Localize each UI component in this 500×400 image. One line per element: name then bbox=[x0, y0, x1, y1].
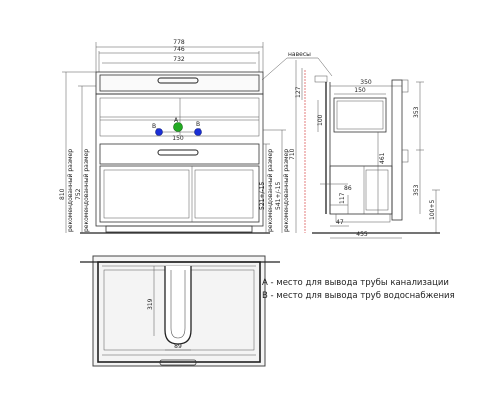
dim-100-5: 100+5 bbox=[429, 200, 436, 220]
dim-461: 461 bbox=[379, 152, 386, 164]
plan-view: 319 89 bbox=[80, 255, 280, 367]
legend-b: В - место для вывода труб водоснабжения bbox=[262, 291, 455, 301]
pipe-b-marker-left bbox=[155, 128, 163, 136]
dim-353-lower: 353 bbox=[413, 184, 420, 196]
dim-86: 86 bbox=[344, 185, 352, 192]
dim-732: 732 bbox=[173, 56, 185, 63]
dim-541: 541+/-15 bbox=[275, 182, 282, 210]
label-b-right: B bbox=[196, 121, 200, 128]
label-a: A bbox=[174, 117, 179, 124]
dim-117: 117 bbox=[339, 192, 346, 204]
plan-handle bbox=[159, 359, 197, 366]
vanity-body bbox=[95, 93, 264, 227]
dim-710: 710 bbox=[289, 148, 296, 160]
legend-a: А - место для вывода трубы канализации bbox=[262, 278, 449, 288]
side-panel bbox=[391, 79, 403, 221]
dim-150-center: 150 bbox=[172, 135, 184, 142]
dim-353-upper: 353 bbox=[413, 106, 420, 118]
rec-size-label-2: рекомендованный размер bbox=[83, 149, 90, 232]
rec-size-label-3: рекомендованный размер bbox=[267, 149, 274, 232]
dim-810: 810 bbox=[59, 188, 66, 200]
dim-89: 89 bbox=[174, 343, 182, 350]
pipe-b-marker-right bbox=[194, 128, 202, 136]
rec-size-label-4: рекомендованный размер bbox=[283, 149, 290, 232]
dim-127: 127 bbox=[295, 86, 302, 98]
front-view: 778 746 732 150 bbox=[59, 39, 333, 234]
label-b-left: B bbox=[152, 123, 156, 130]
lower-box bbox=[329, 165, 393, 215]
pipe-a-marker bbox=[173, 122, 183, 132]
siphon-cutout bbox=[164, 266, 192, 345]
top-handle bbox=[157, 77, 199, 84]
plinth bbox=[105, 225, 253, 233]
hinge-label: навесы bbox=[288, 51, 311, 58]
dim-319: 319 bbox=[147, 298, 154, 310]
dim-778: 778 bbox=[173, 39, 185, 46]
dim-100: 100 bbox=[317, 114, 324, 126]
dim-752: 752 bbox=[75, 188, 82, 200]
dim-350: 350 bbox=[360, 79, 372, 86]
legend: А - место для вывода трубы канализации В… bbox=[262, 278, 455, 301]
middle-drawer bbox=[99, 143, 260, 165]
side-view: 350 150 100 86 117 461 353 353 100+5 bbox=[312, 75, 440, 239]
rec-size-label-1: рекомендованный размер bbox=[67, 149, 74, 232]
middle-handle bbox=[157, 149, 199, 156]
dim-47: 47 bbox=[336, 219, 344, 226]
dim-455: 455 bbox=[356, 231, 368, 238]
upper-box bbox=[333, 97, 387, 133]
lower-drawer bbox=[99, 165, 260, 223]
dim-150-side: 150 bbox=[354, 87, 366, 94]
dim-746: 746 bbox=[173, 46, 185, 53]
hinge-bracket bbox=[314, 75, 328, 83]
dim-521: 521+/-15 bbox=[259, 182, 266, 210]
